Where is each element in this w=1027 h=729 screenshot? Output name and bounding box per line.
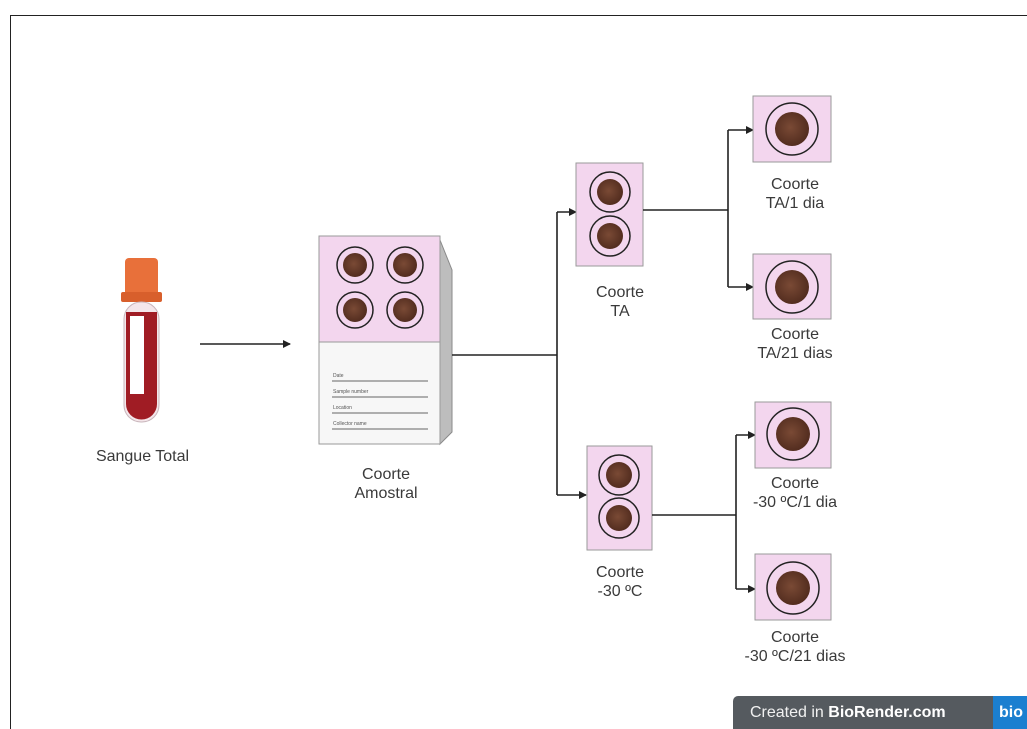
card-field-collector-name: Collector name xyxy=(333,421,367,427)
connector-card-split xyxy=(452,212,586,495)
label-coorte-ta-1-dia: Coorte TA/1 dia xyxy=(735,175,855,213)
card-field-date: Date xyxy=(333,373,344,379)
label-sangue-total: Sangue Total xyxy=(70,447,215,466)
card-field-location: Location xyxy=(333,405,352,411)
biorender-logo-icon: bio xyxy=(993,696,1027,729)
ta-1-dia-card-icon xyxy=(753,96,831,162)
label-coorte-ta: Coorte TA xyxy=(570,283,670,321)
blood-tube-icon xyxy=(121,258,162,422)
badge-prefix: Created in xyxy=(750,704,828,721)
minus30-1-dia-card-icon xyxy=(755,402,831,468)
label-coorte-minus30-1-dia: Coorte -30 ºC/1 dia xyxy=(720,474,870,512)
sample-card-icon: Date Sample number Location Collector na… xyxy=(319,236,452,444)
biorender-badge[interactable]: Created in BioRender.com bio xyxy=(733,696,1027,729)
label-coorte-amostral: Coorte Amostral xyxy=(330,465,442,503)
minus30-21-dias-card-icon xyxy=(755,554,831,620)
card-field-sample-number: Sample number xyxy=(333,389,369,395)
minus30-card-icon xyxy=(587,446,652,550)
ta-card-icon xyxy=(576,163,643,266)
label-coorte-ta-21-dias: Coorte TA/21 dias xyxy=(735,325,855,363)
ta-21-dias-card-icon xyxy=(753,254,831,319)
label-coorte-minus30-21-dias: Coorte -30 ºC/21 dias xyxy=(715,628,875,666)
label-coorte-minus30: Coorte -30 ºC xyxy=(570,563,670,601)
badge-brand: BioRender.com xyxy=(828,704,945,721)
